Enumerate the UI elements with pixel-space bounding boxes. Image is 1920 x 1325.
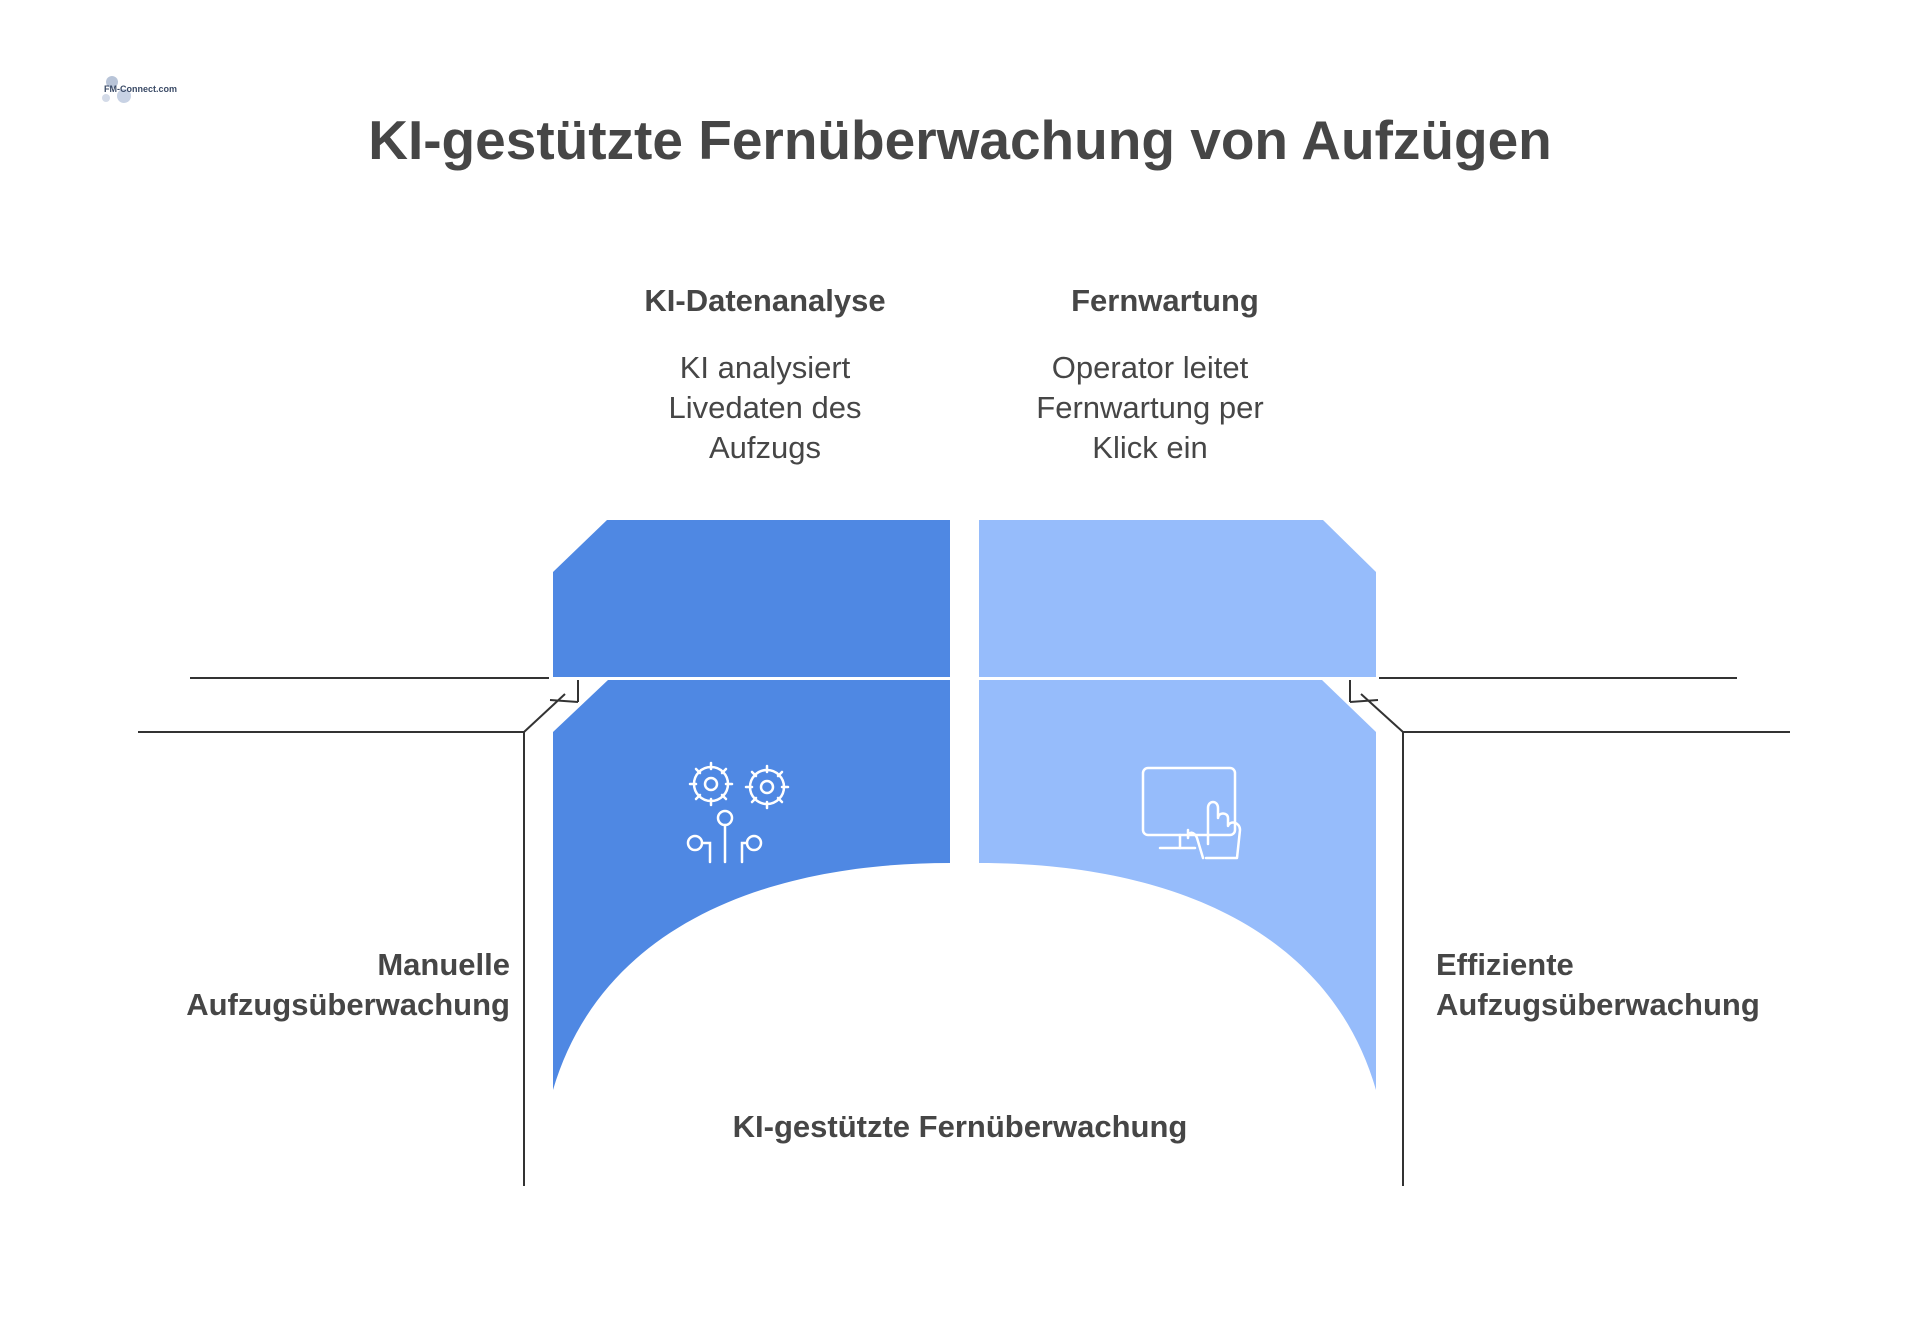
- right-block: [979, 520, 1376, 1090]
- gears-circuit-icon: [686, 761, 790, 864]
- left-block-heading: KI-Datenanalyse: [644, 283, 886, 318]
- left-block: [553, 520, 950, 1090]
- right-block-heading: Fernwartung: [1071, 283, 1259, 318]
- left-block-top-chamfer: [553, 520, 950, 572]
- logo-text: FM-Connect.com: [104, 84, 177, 94]
- right-ground-lines: [1349, 677, 1790, 1186]
- right-block-top-chamfer: [979, 520, 1376, 572]
- left-block-arch-pillar: [553, 732, 950, 1090]
- left-ground-lines: [138, 677, 579, 1186]
- left-block-top: [553, 572, 950, 677]
- bottom-label: KI-gestützte Fernüberwachung: [732, 1109, 1188, 1144]
- right-side-label: Effiziente Aufzugsüberwachung: [1436, 947, 1760, 1022]
- right-block-description: Operator leitet Fernwartung per Klick ei…: [1036, 350, 1264, 465]
- right-block-lower-chamfer: [979, 680, 1376, 732]
- left-side-label: Manuelle Aufzugsüberwachung: [186, 947, 510, 1022]
- page-title: KI-gestützte Fernüberwachung von Aufzüge…: [368, 109, 1552, 171]
- right-block-top: [979, 572, 1376, 677]
- left-block-lower-chamfer: [553, 680, 950, 732]
- right-block-arch-pillar: [979, 732, 1376, 1090]
- touch-monitor-icon: [1141, 766, 1242, 860]
- left-block-description: KI analysiert Livedaten des Aufzugs: [668, 350, 862, 465]
- logo-icon: [102, 76, 131, 103]
